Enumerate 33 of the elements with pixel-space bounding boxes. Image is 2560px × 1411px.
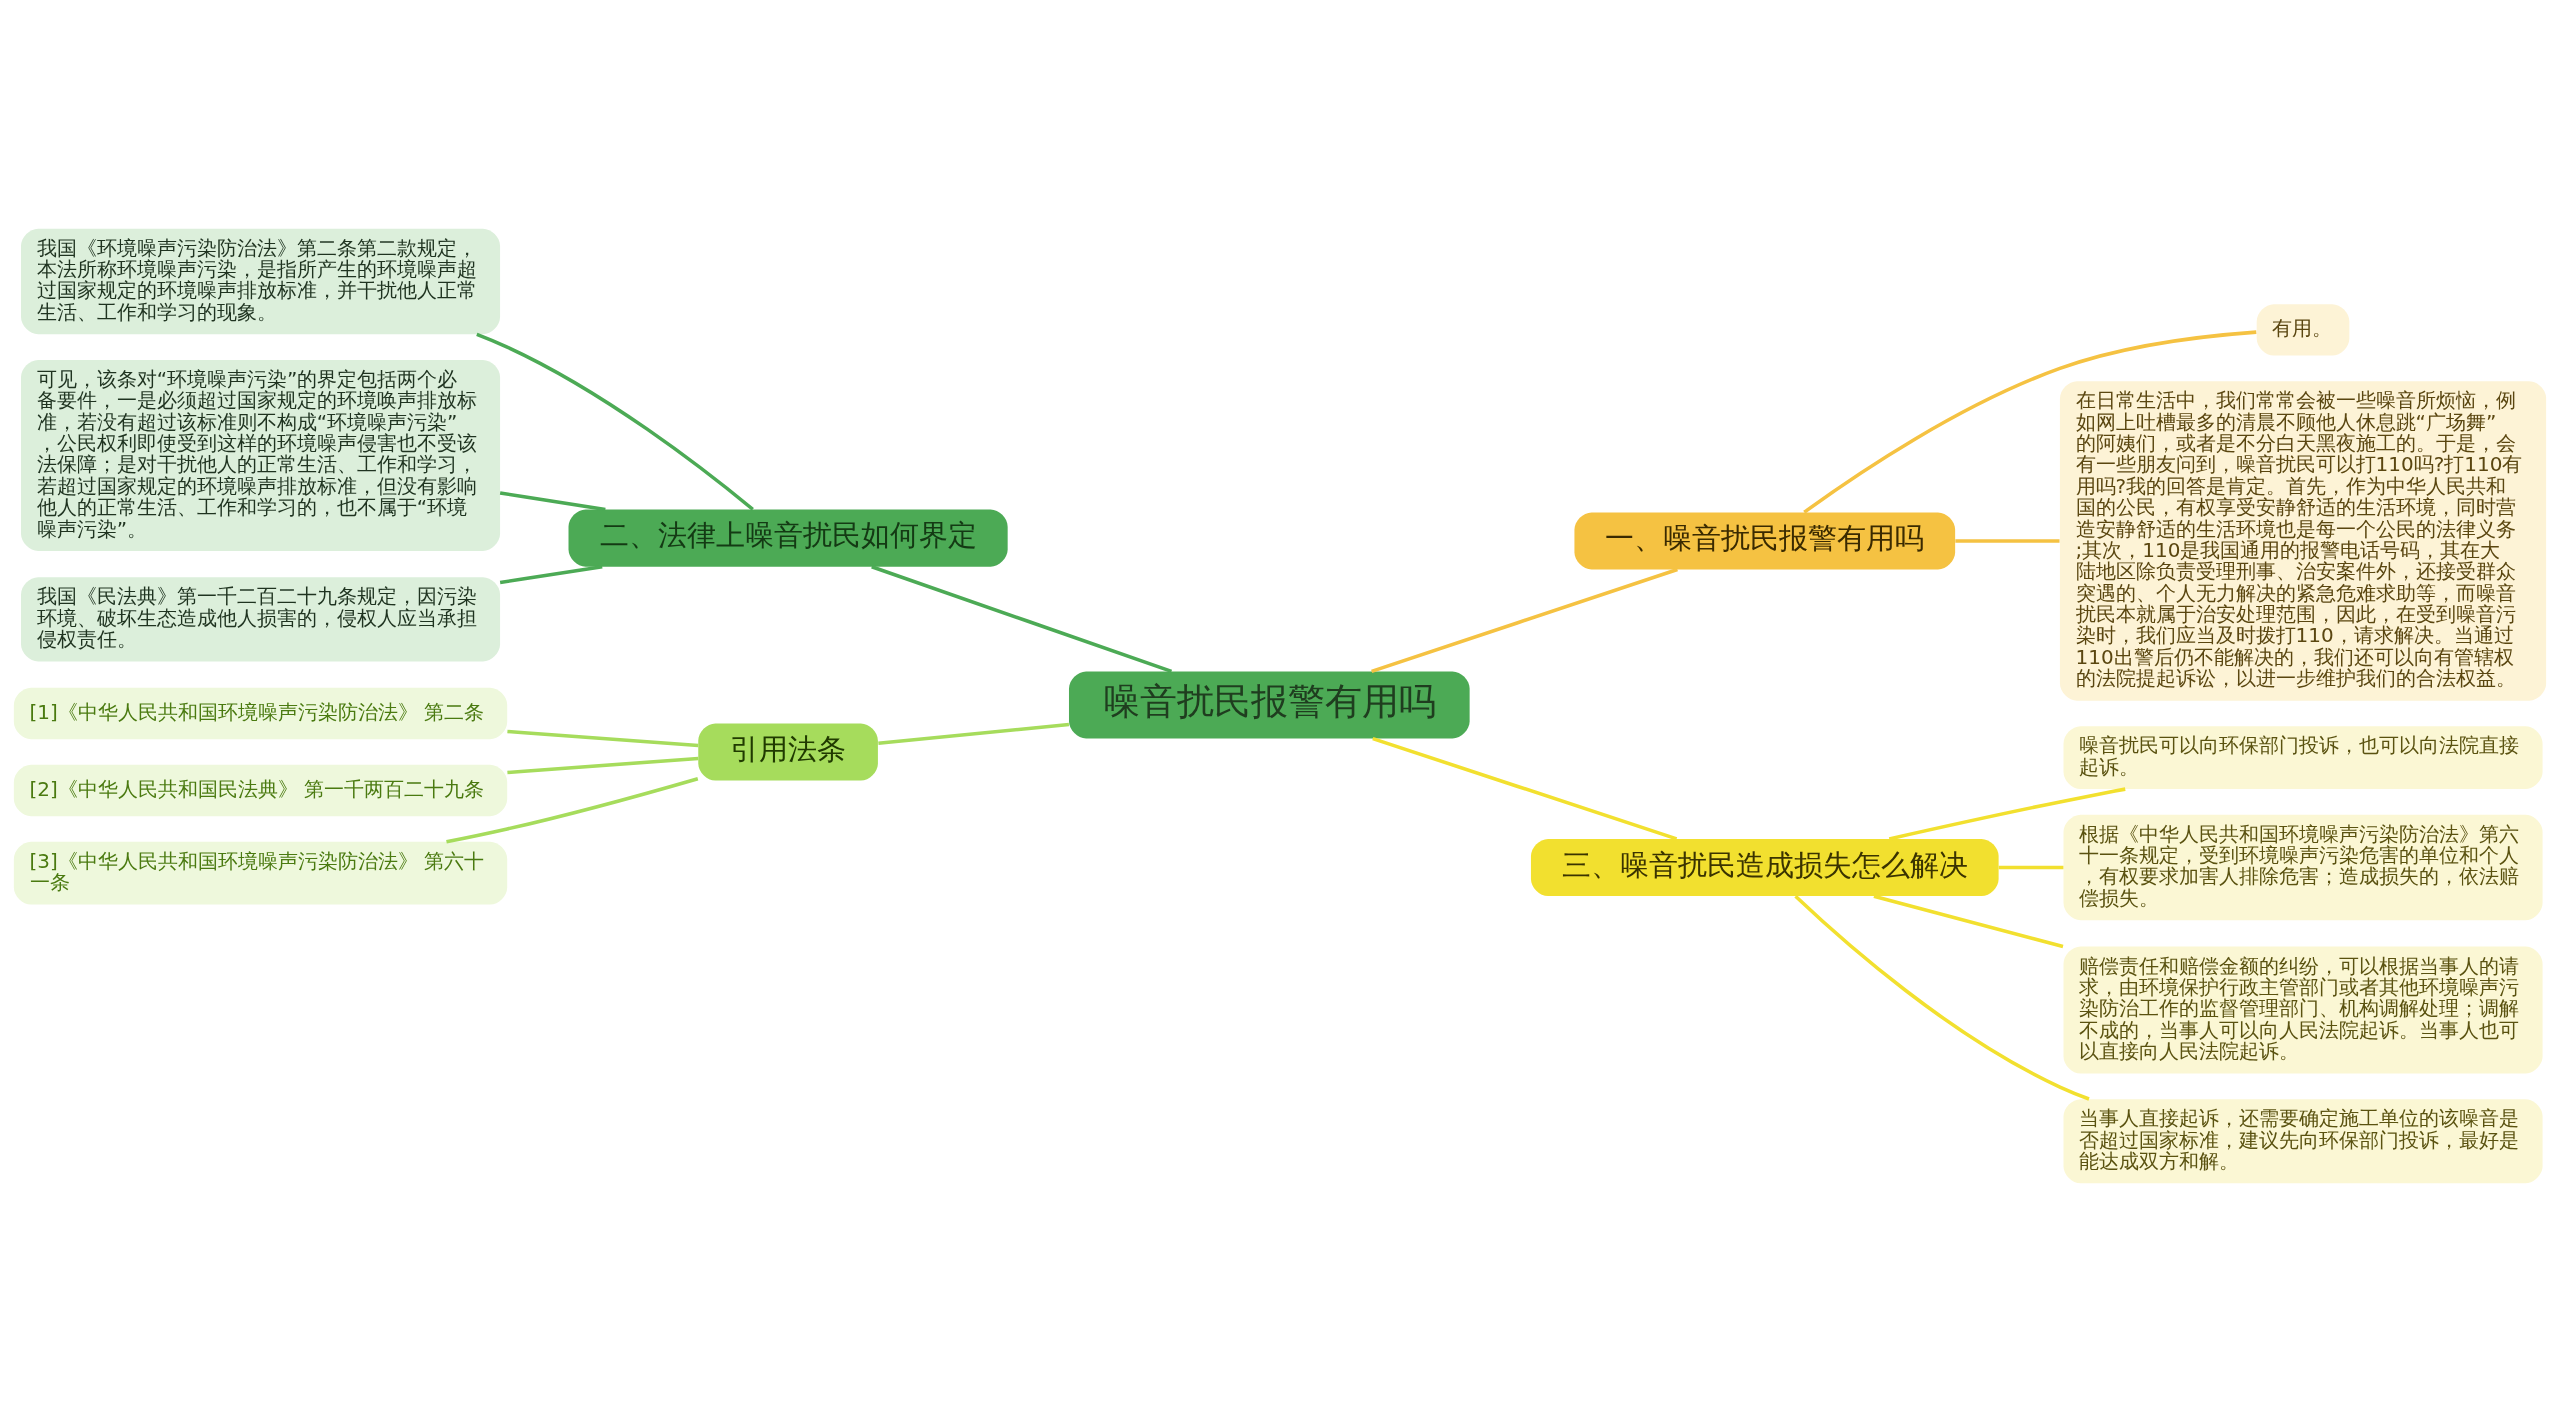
connector	[1955, 538, 2060, 543]
connector	[499, 490, 606, 511]
node-box: 我国《环境噪声污染防治法》第二条第二款规定，本法所称环境噪声污染，是指所产生的环境噪声超过国家规定的环境噪声排放标准，并干扰他人正常生活、工作和学习的现象。	[21, 228, 501, 334]
connector	[871, 564, 1173, 673]
connector	[1998, 865, 2064, 869]
connector	[1873, 893, 2064, 948]
connector	[507, 756, 699, 774]
node-box: 赔偿责任和赔偿金额的纠纷，可以根据当事人的请求，由环境保护行政主管部门或者其他环境噪声污染防治工作的监督管理部门、机构调解处理；调解不成的，当事人可以向人民法院起诉。当事人也可以直接向人民法院起诉。	[2063, 946, 2543, 1073]
node-box: 引用法条	[698, 722, 878, 780]
node-box: 一、噪音扰民报警有用吗	[1574, 511, 1956, 569]
connector	[499, 564, 603, 584]
node-box: 噪音扰民可以向环保部门投诉，也可以向法院直接起诉。	[2063, 725, 2543, 789]
connector	[1794, 894, 2090, 1101]
node-box: [1]《中华人民共和国环境噪声污染防治法》 第二条	[13, 687, 508, 739]
connector	[1372, 736, 1678, 841]
node-box: 在日常生活中，我们常常会被一些噪音所烦恼，例如网上吐槽最多的清晨不顾他人休息跳“广场舞”的阿姨们，或者是不分白天黑夜施工的。于是，会有一些朋友问到，噪音扰民可以打110吗?打110有用吗?我的回答是肯定。首先，作为中华人民共和国的公民，有权享受安静舒适的生活环境，同时营造安静舒适的生活环境也是每一个公民的法律义务;其次，110是我国通用的报警电话号码，其在大陆地区除负责受理刑事、治安案件外，还接受群众突遇的、个人无力解决的紧急危难求助等，而噪音扰民本就属于治安处理范围，因此，在受到噪音污染时，我们应当及时拨打110，请求解决。当通过110出警后仍不能解决的，我们还可以向有管辖权的法院提起诉讼，以进一步维护我们的合法权益。	[2059, 380, 2547, 701]
node-box: [3]《中华人民共和国环境噪声污染防治法》 第六十一条	[13, 841, 508, 905]
connector	[446, 776, 699, 844]
node-box: 二、法律上噪音扰民如何界定	[568, 509, 1008, 567]
node-box: [2]《中华人民共和国民法典》 第一千两百二十九条	[13, 764, 508, 816]
node-box: 我国《民法典》第一千二百二十九条规定，因污染环境、破坏生态造成他人损害的，侵权人应当承担侵权责任。	[21, 576, 501, 661]
connector	[1803, 329, 2257, 514]
node-box: 有用。	[2256, 303, 2350, 356]
node-box: 三、噪音扰民造成损失怎么解决	[1530, 838, 1999, 896]
connector	[1888, 786, 2126, 841]
connector	[476, 332, 754, 511]
connector	[1371, 567, 1678, 673]
connector	[878, 722, 1070, 745]
node-box: 噪音扰民报警有用吗	[1069, 670, 1470, 738]
node-box: 当事人直接起诉，还需要确定施工单位的该噪音是否超过国家标准，建议先向环保部门投诉，最好是能达成双方和解。	[2063, 1098, 2543, 1183]
node-box: 根据《中华人民共和国环境噪声污染防治法》第六十一条规定，受到环境噪声污染危害的单位和个人，有权要求加害人排除危害；造成损失的，依法赔偿损失。	[2063, 814, 2543, 920]
node-box: 可见，该条对“环境噪声污染”的界定包括两个必备要件，一是必须超过国家规定的环境唤声排放标准，若没有超过该标准则不构成“环境噪声污染”，公民权利即使受到这样的环境噪声侵害也不受该法保障；是对干扰他人的正常生活、工作和学习，若超过国家规定的环境噪声排放标准，但没有影响他人的正常生活、工作和学习的，也不属于“环境噪声污染”。	[21, 359, 501, 551]
connector	[507, 729, 699, 747]
